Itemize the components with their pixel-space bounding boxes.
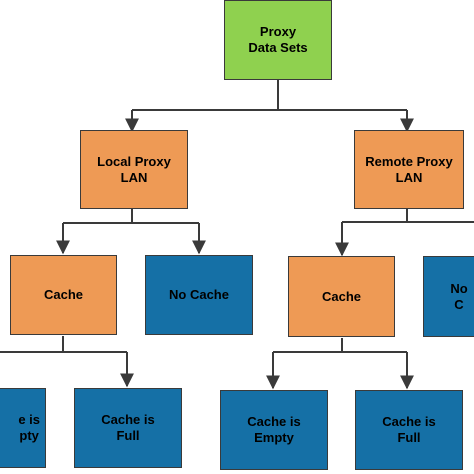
node-local-cache-full: Cache is Full: [74, 388, 182, 468]
node-local-proxy-lan: Local Proxy LAN: [80, 130, 188, 209]
node-local-cache: Cache: [10, 255, 117, 335]
node-local-cache-empty: e is pty: [0, 388, 46, 468]
node-remote-no-cache: No C: [423, 256, 474, 337]
node-remote-cache-full: Cache is Full: [355, 390, 463, 470]
node-remote-cache-empty: Cache is Empty: [220, 390, 328, 470]
node-remote-proxy-lan: Remote Proxy LAN: [354, 130, 464, 209]
node-remote-cache: Cache: [288, 256, 395, 337]
node-proxy-data-sets: Proxy Data Sets: [224, 0, 332, 80]
node-local-no-cache: No Cache: [145, 255, 253, 335]
